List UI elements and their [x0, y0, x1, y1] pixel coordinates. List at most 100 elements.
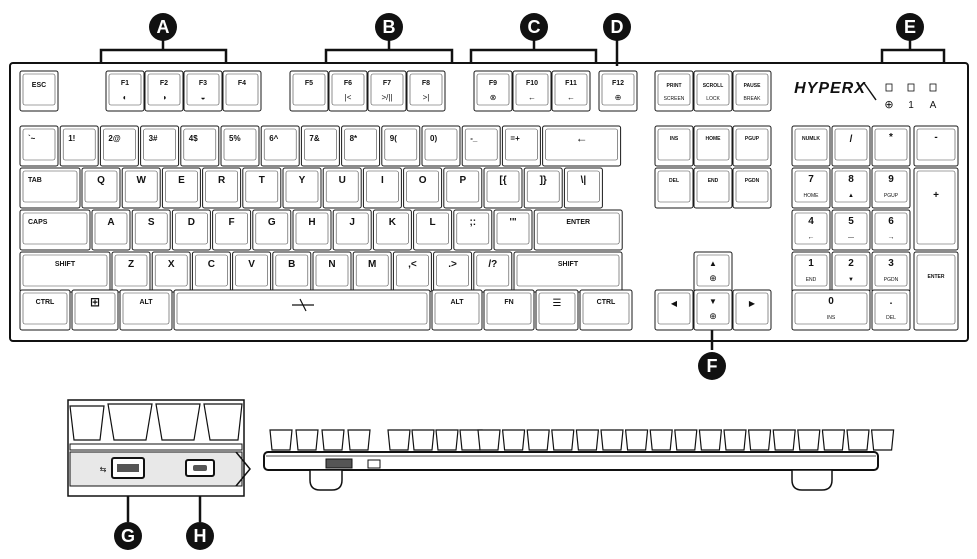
side-port-detail: ⇆: [67, 399, 251, 497]
profile-keycap: [347, 429, 371, 451]
svg-text:ESC: ESC: [32, 82, 46, 89]
svg-text:BREAK: BREAK: [744, 96, 762, 102]
profile-keycap: [501, 429, 526, 451]
key-r2-9: P: [443, 167, 483, 209]
key-r2-11: ]}: [523, 167, 563, 209]
svg-text:HOME: HOME: [706, 136, 722, 142]
profile-keycap: [295, 429, 319, 451]
svg-text:PAUSE: PAUSE: [744, 83, 762, 89]
profile-keycap: [575, 429, 600, 451]
svg-text:0): 0): [430, 134, 437, 143]
key-r3-8: L: [413, 209, 453, 251]
svg-text:7&: 7&: [309, 134, 319, 143]
svg-text:D: D: [611, 17, 624, 37]
svg-text:,<: ,<: [408, 259, 417, 270]
svg-text:—: —: [848, 235, 854, 241]
svg-text:H: H: [308, 217, 315, 228]
svg-text:◐: ◐: [123, 93, 128, 102]
game-mode-icon: ⊕: [884, 99, 893, 111]
key-r2-3: R: [202, 167, 242, 209]
svg-text:1: 1: [808, 258, 814, 269]
svg-text:D: D: [188, 217, 195, 228]
key-ralt: ALT: [431, 289, 483, 331]
usb-icon: ⇆: [100, 465, 107, 474]
key-r2-0: Q: [81, 167, 121, 209]
svg-text:NUMLK: NUMLK: [802, 136, 820, 142]
key-num5: 5—: [831, 209, 871, 251]
key-f8: F8>|: [406, 70, 446, 112]
key-backspace: ←: [542, 125, 622, 167]
svg-text:ENTER: ENTER: [928, 274, 945, 280]
key-r1-4: 4$: [180, 125, 220, 167]
key-num-plus: +: [913, 167, 959, 251]
svg-text:E: E: [904, 17, 916, 37]
profile-keycap: [269, 429, 293, 451]
svg-text:ENTER: ENTER: [566, 219, 590, 226]
svg-text:6: 6: [888, 216, 894, 227]
svg-text:>|: >|: [423, 93, 430, 102]
profile-keycap: [526, 429, 550, 451]
svg-text:LOCK: LOCK: [706, 96, 720, 102]
svg-text:ALT: ALT: [450, 299, 464, 306]
svg-text:DEL: DEL: [669, 178, 679, 184]
key-r4-2: C: [191, 251, 231, 293]
key-f11: F11←: [551, 70, 591, 112]
svg-text:1!: 1!: [68, 134, 75, 143]
key-r3-10: '": [493, 209, 533, 251]
key-num4: 4←: [791, 209, 831, 251]
svg-text:J: J: [349, 217, 355, 228]
svg-text:Y: Y: [299, 175, 306, 186]
key-num6: 6→: [871, 209, 911, 251]
svg-text:◀: ◀: [671, 299, 678, 308]
svg-text:→: →: [888, 234, 895, 241]
svg-text:A: A: [157, 17, 170, 37]
svg-text:CTRL: CTRL: [36, 299, 55, 306]
profile-keycap: [698, 429, 723, 451]
key-r1-2: 2@: [99, 125, 139, 167]
svg-text:G: G: [121, 526, 135, 546]
callout-f: F: [698, 352, 726, 380]
key-r4-1: X: [151, 251, 191, 293]
svg-text:ALT: ALT: [139, 299, 153, 306]
svg-text:S: S: [148, 217, 155, 228]
svg-text:PRINT: PRINT: [667, 83, 682, 89]
key-r4-6: M: [352, 251, 392, 293]
key-r1-7: 7&: [300, 125, 340, 167]
svg-text:F: F: [707, 356, 718, 376]
key-rctrl: CTRL: [579, 289, 633, 331]
key-r2-5: Y: [282, 167, 322, 209]
callout-e: E: [896, 13, 924, 41]
profile-body: [263, 451, 879, 471]
svg-text:B: B: [288, 259, 295, 270]
key-r4-4: B: [272, 251, 312, 293]
svg-text:SCROLL: SCROLL: [703, 83, 724, 89]
svg-text:PGUP: PGUP: [745, 136, 760, 142]
profile-keycap: [600, 429, 624, 451]
svg-text:5%: 5%: [229, 134, 241, 143]
key-f7: F7>/||: [367, 70, 407, 112]
svg-text:W: W: [136, 175, 146, 186]
key-r4-5: N: [312, 251, 352, 293]
key-r3-3: F: [212, 209, 252, 251]
svg-text:P: P: [459, 175, 466, 186]
svg-text:F5: F5: [305, 80, 313, 87]
key-num-dot: .DEL: [871, 289, 911, 331]
key-f4: F4: [222, 70, 262, 112]
svg-text:☰: ☰: [553, 298, 562, 309]
key-r1-5: 5%: [220, 125, 260, 167]
svg-text:⊕: ⊕: [709, 311, 717, 321]
key-num8: 8▲: [831, 167, 871, 209]
side-profile-view: [263, 429, 895, 491]
key-up: ▲⊕: [693, 251, 733, 293]
svg-text:▼: ▼: [709, 297, 717, 306]
key-r3-6: J: [332, 209, 372, 251]
key-r2-12: \|: [563, 167, 603, 209]
profile-keycap: [649, 429, 673, 451]
svg-text:A: A: [107, 217, 114, 228]
svg-text:2@: 2@: [108, 134, 120, 143]
svg-text:SHIFT: SHIFT: [558, 261, 579, 268]
key-pgdn: PGDN: [732, 167, 772, 209]
profile-keycap: [435, 429, 459, 451]
